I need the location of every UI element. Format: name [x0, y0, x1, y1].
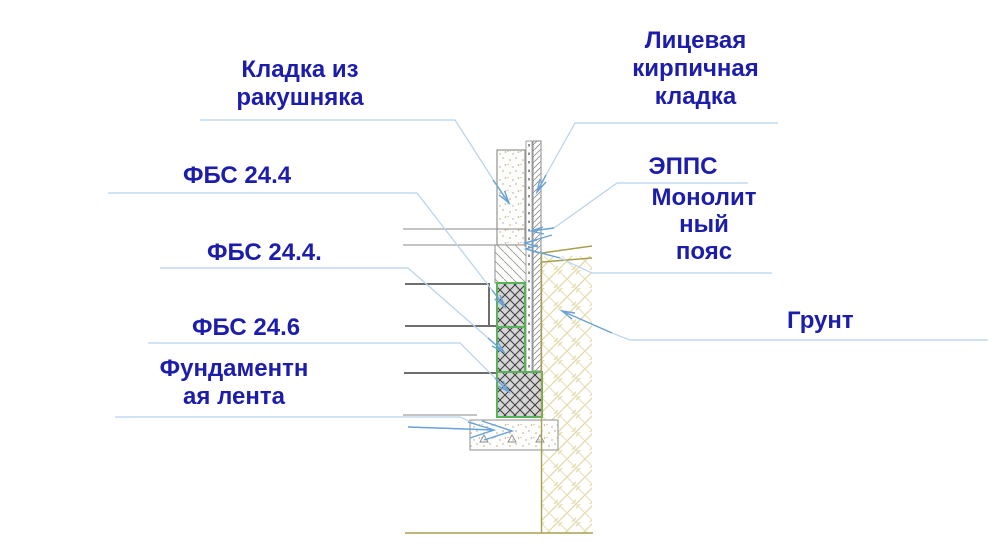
arrow-fbs-2: [487, 337, 506, 354]
arrow-epps-2: [522, 234, 553, 248]
label-soil: Грунт: [787, 307, 854, 334]
arrow-monolithic-belt: [523, 244, 561, 259]
label-facing-brick-masonry: Лицевая кирпичная кладка: [632, 27, 759, 110]
soil-hatch: [542, 256, 592, 533]
leader-monolithic-belt: [559, 257, 772, 274]
arrow-foundation-strip: [407, 420, 515, 441]
leader-foundation-strip: [115, 416, 481, 427]
label-foundation-strip: Фундаментн ая лента: [159, 355, 309, 410]
facing-brick-wall: [532, 140, 542, 372]
footing-triangle-2: [507, 434, 517, 443]
slab-edge-top: [405, 283, 490, 327]
arrow-fbs-1: [491, 289, 507, 310]
arrow-shell-rock: [492, 179, 511, 206]
fbs-block-1: [496, 282, 526, 328]
label-epps: ЭППС: [648, 153, 718, 180]
arrow-facing-brick: [535, 174, 547, 195]
label-fbs-24-6: ФБС 24.6: [192, 314, 301, 341]
leader-soil: [611, 332, 988, 341]
monolithic-belt-block: [494, 244, 528, 284]
arrow-fbs-3: [494, 377, 511, 394]
footing: [469, 419, 559, 451]
leader-fbs-top: [108, 192, 493, 291]
label-monolithic-belt: Монолит ный пояс: [651, 184, 757, 265]
label-fbs-24-4-top: ФБС 24.4: [183, 162, 292, 189]
arrow-soil: [559, 309, 613, 334]
footing-triangle-1: [479, 434, 489, 443]
leader-shell-rock: [200, 119, 506, 199]
leader-fbs-bottom: [148, 342, 496, 379]
ground-surface-line-2: [541, 257, 593, 263]
label-shell-rock-masonry: Кладка из ракушняка: [236, 56, 364, 111]
leader-epps: [553, 182, 748, 229]
label-fbs-24-4-middle: ФБС 24.4.: [207, 239, 322, 266]
leader-facing-brick: [545, 122, 778, 176]
leader-fbs-middle: [160, 267, 489, 339]
arrow-epps-1: [528, 226, 555, 235]
fbs-block-3: [496, 371, 543, 418]
ground-surface-line: [541, 245, 593, 254]
